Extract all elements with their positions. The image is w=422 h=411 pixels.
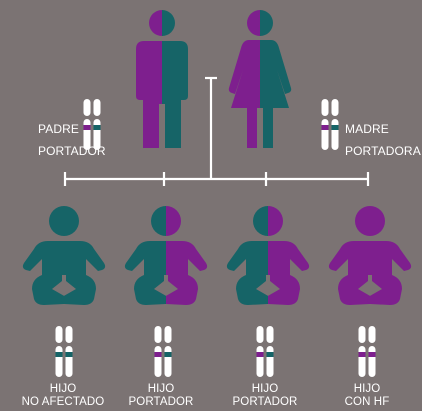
chromosome (369, 326, 376, 377)
child-label-4-line1: HIJO (317, 383, 417, 396)
children-chromosomes (56, 326, 376, 377)
baby-figure-icon (23, 206, 105, 305)
child-label-4: HIJO CON HF (317, 383, 417, 409)
child-chromosomes-2 (155, 326, 172, 377)
male-figure-icon (136, 10, 188, 148)
allele-band (155, 352, 162, 357)
child-chromosomes-1 (56, 326, 73, 377)
chromosome (56, 326, 63, 377)
allele-band (359, 352, 366, 357)
allele-band (332, 125, 339, 130)
child-label-2-line1: HIJO (111, 383, 211, 396)
mother-label-line1: MADRE (345, 118, 421, 140)
allele-band (369, 352, 376, 357)
child-label-3: HIJO PORTADOR (215, 383, 315, 409)
chromosome (332, 99, 339, 150)
child-label-2: HIJO PORTADOR (111, 383, 211, 409)
child-label-3-line1: HIJO (215, 383, 315, 396)
child-label-1: HIJO NO AFECTADO (13, 383, 113, 409)
chromosome (267, 326, 274, 377)
allele-band (66, 352, 73, 357)
allele-band (322, 125, 329, 130)
mother-chromosomes (322, 99, 339, 150)
child-label-1-line2: NO AFECTADO (13, 396, 113, 409)
child-label-3-line2: PORTADOR (215, 396, 315, 409)
children-figures (23, 206, 411, 305)
father-label-line1: PADRE (38, 118, 106, 140)
chromosome (66, 326, 73, 377)
chromosome (359, 326, 366, 377)
mother-label-line2: PORTADORA (345, 140, 421, 162)
allele-band (165, 352, 172, 357)
baby-figure-icon (227, 206, 309, 305)
child-label-4-line2: CON HF (317, 396, 417, 409)
chromosome (165, 326, 172, 377)
father-label-line2: PORTADOR (38, 140, 106, 162)
child-chromosomes-3 (257, 326, 274, 377)
chromosome (257, 326, 264, 377)
child-label-2-line2: PORTADOR (111, 396, 211, 409)
mother-label: MADRE PORTADORA (345, 118, 421, 162)
allele-band (267, 352, 274, 357)
father-label: PADRE PORTADOR (38, 118, 106, 162)
allele-band (257, 352, 264, 357)
child-chromosomes-4 (359, 326, 376, 377)
allele-band (56, 352, 63, 357)
child-label-1-line1: HIJO (13, 383, 113, 396)
baby-figure-icon (329, 206, 411, 305)
chromosome (322, 99, 329, 150)
female-figure-icon (229, 10, 291, 148)
baby-figure-icon (125, 206, 207, 305)
chromosome (155, 326, 162, 377)
